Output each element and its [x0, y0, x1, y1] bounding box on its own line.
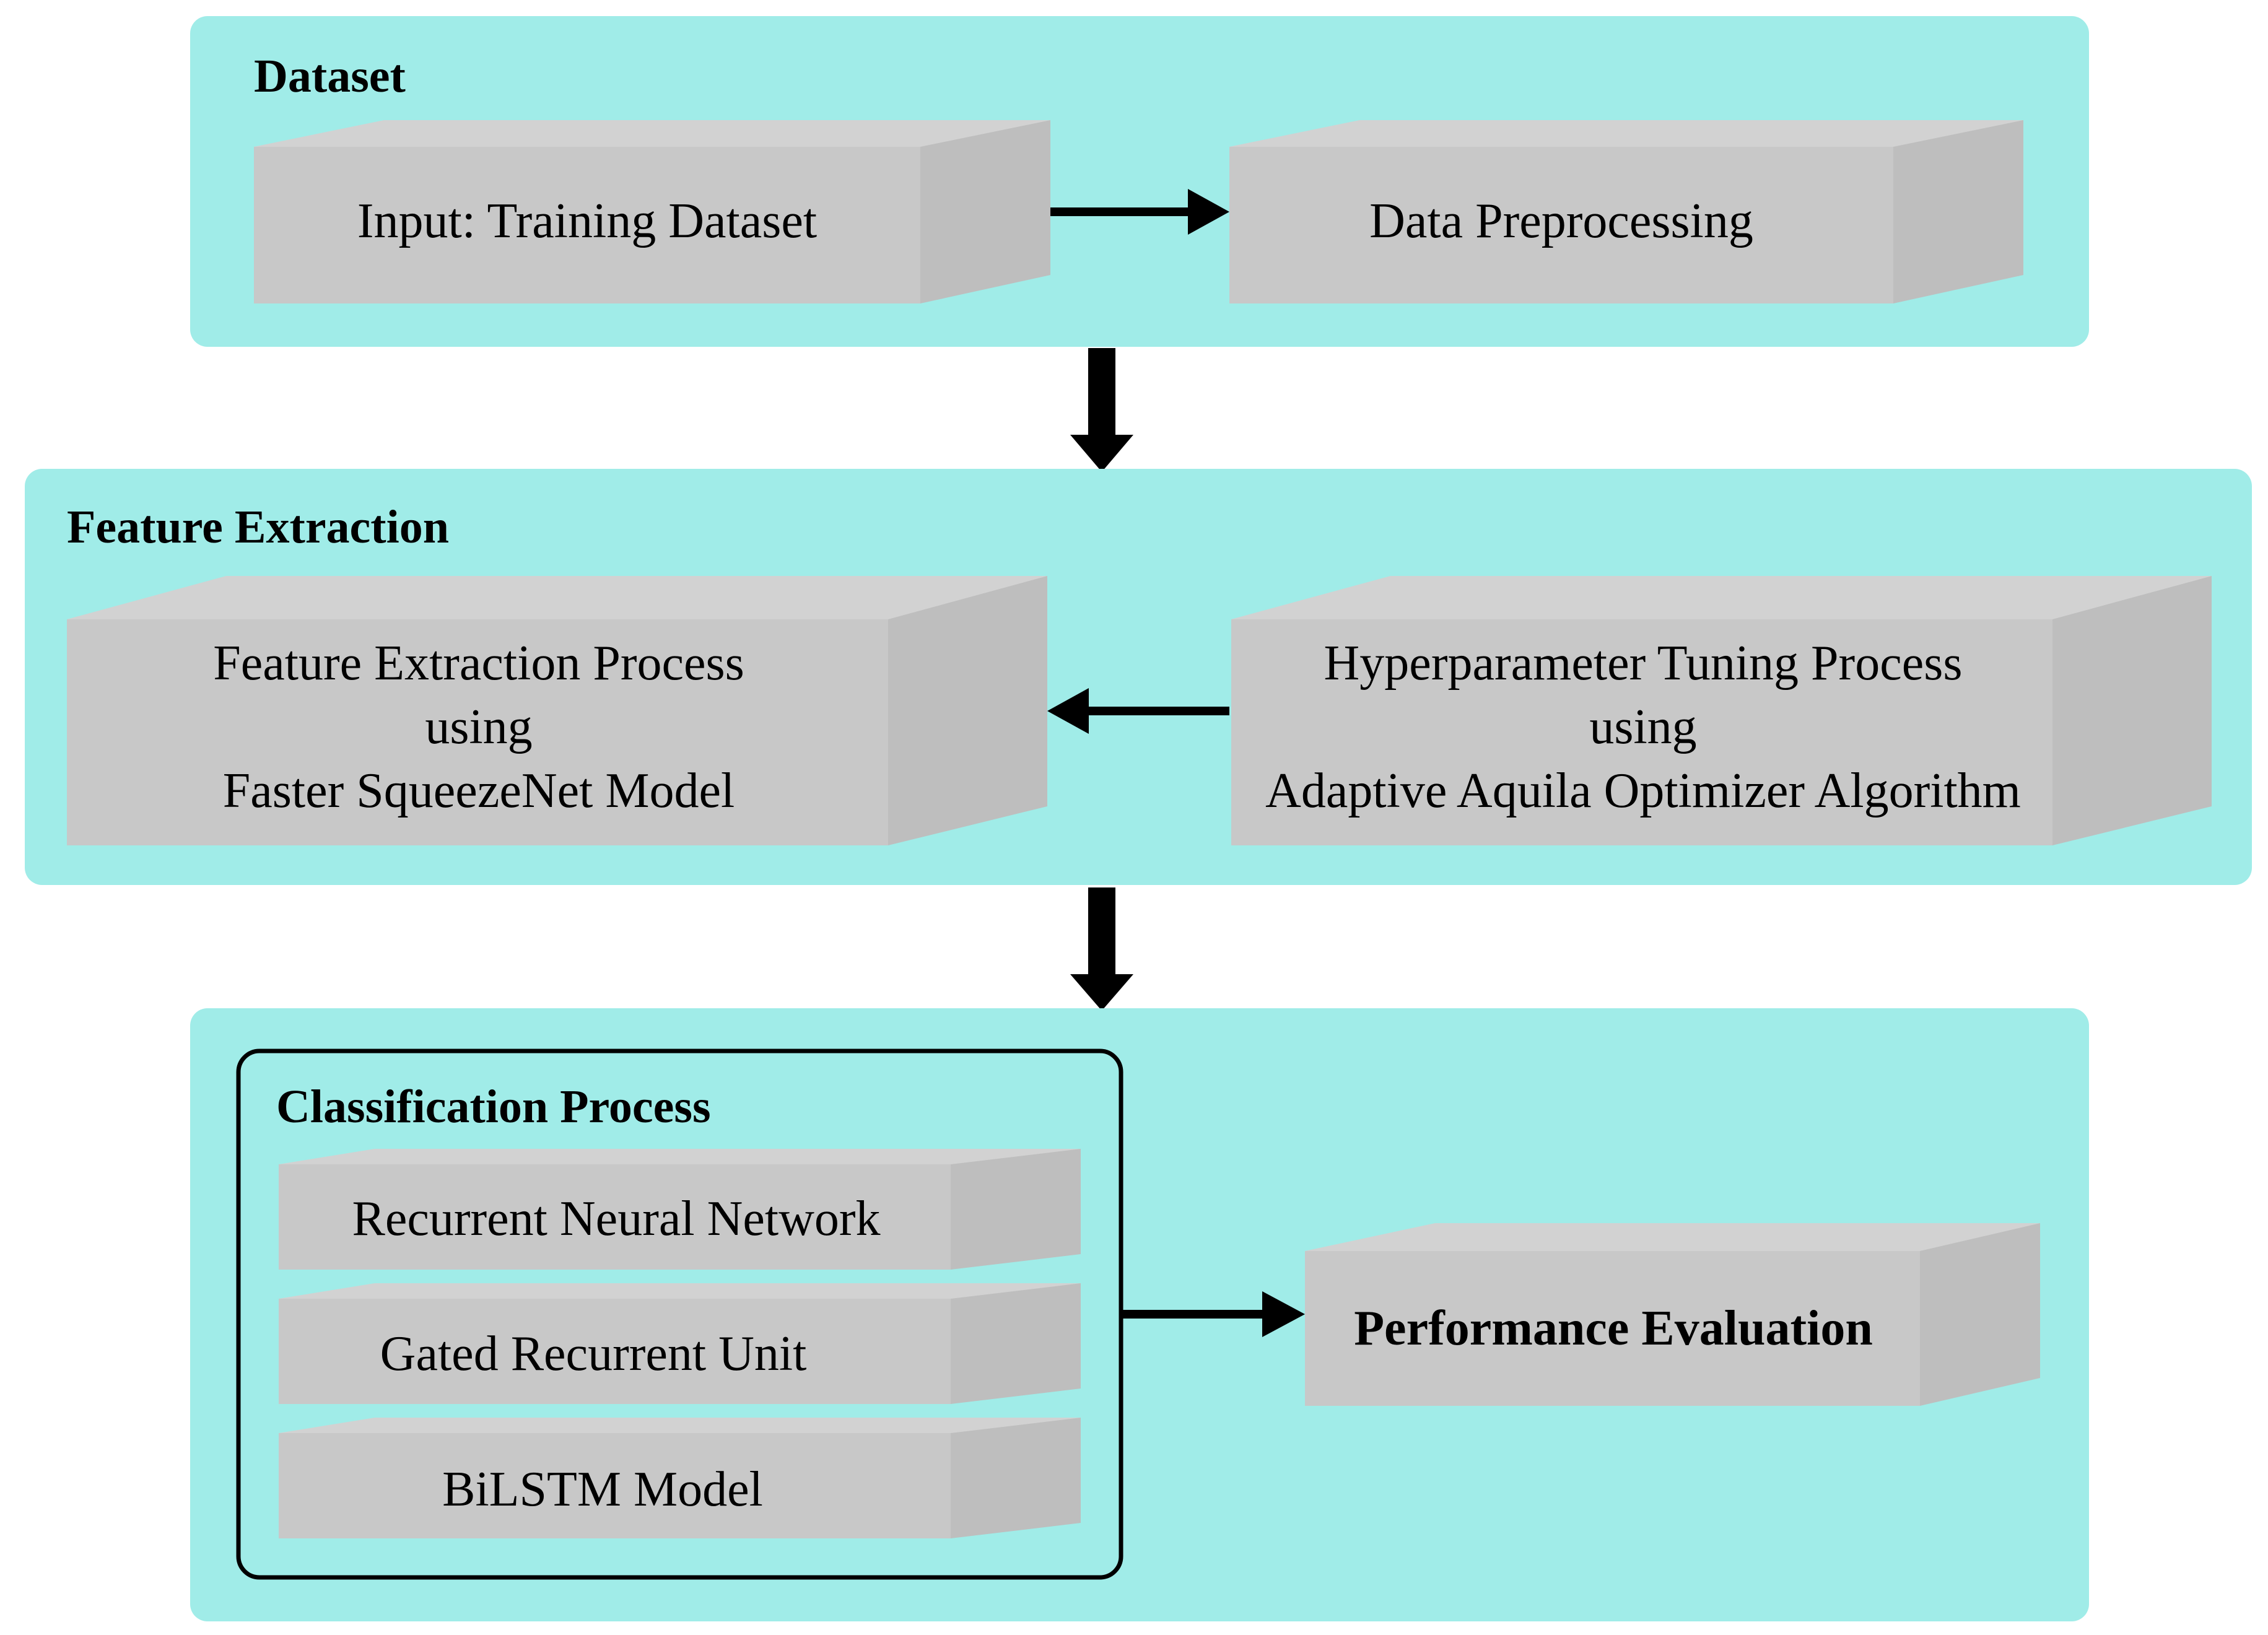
arrow-dataset-to-features	[1070, 348, 1133, 472]
fe-box-line3: Faster SqueezeNet Model	[223, 764, 735, 818]
performance-evaluation-label: Performance Evaluation	[1354, 1301, 1873, 1356]
hp-box-line1: Hyperparameter Tuning Process	[1324, 636, 1963, 691]
preprocess-box: Data Preprocessing	[1229, 120, 2023, 303]
feature-extraction-title: Feature Extraction	[67, 501, 449, 553]
rnn-box: Recurrent Neural Network	[279, 1149, 1081, 1270]
bilstm-box: BiLSTM Model	[279, 1418, 1081, 1538]
fe-box-line1: Feature Extraction Process	[213, 636, 744, 691]
input-dataset-label: Input: Training Dataset	[357, 194, 817, 248]
rnn-label: Recurrent Neural Network	[352, 1192, 881, 1246]
input-dataset-box: Input: Training Dataset	[254, 120, 1050, 303]
classification-title: Classification Process	[276, 1081, 711, 1133]
arrow-features-to-classification	[1070, 887, 1133, 1011]
preprocess-label: Data Preprocessing	[1369, 194, 1753, 248]
fe-box-line2: using	[425, 700, 532, 754]
arrow-hp-to-fe	[1047, 688, 1229, 734]
performance-evaluation-box: Performance Evaluation	[1305, 1223, 2040, 1406]
feature-extraction-box: Feature Extraction Process using Faster …	[67, 576, 1047, 845]
hyperparameter-box: Hyperparameter Tuning Process using Adap…	[1231, 576, 2212, 845]
arrow-input-to-preprocess	[1050, 189, 1229, 235]
gru-box: Gated Recurrent Unit	[279, 1283, 1081, 1404]
hp-box-line2: using	[1589, 700, 1696, 754]
bilstm-label: BiLSTM Model	[442, 1462, 763, 1517]
arrow-classification-to-evaluation	[1121, 1291, 1305, 1337]
dataset-title: Dataset	[254, 50, 406, 102]
gru-label: Gated Recurrent Unit	[380, 1327, 807, 1381]
hp-box-line3: Adaptive Aquila Optimizer Algorithm	[1265, 764, 2021, 818]
